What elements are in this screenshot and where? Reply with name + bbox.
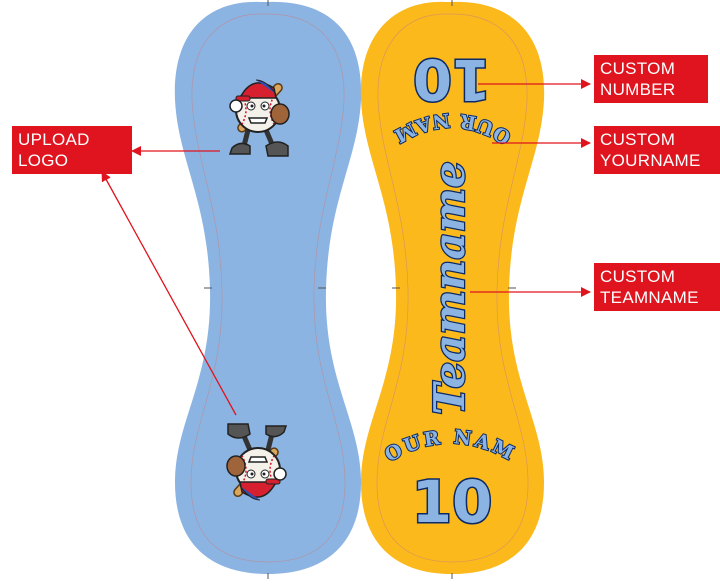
teamname-text: Teamname xyxy=(425,161,474,415)
left-sock-panel xyxy=(174,1,362,574)
callout-arrows xyxy=(101,79,591,416)
custom-number-callout: CUSTOM NUMBER xyxy=(594,55,708,103)
registration-marks xyxy=(204,0,516,579)
top-number: 10 xyxy=(413,46,491,111)
custom-teamname-callout: CUSTOM TEAMNAME xyxy=(594,263,720,311)
upload-logo-callout: UPLOAD LOGO xyxy=(12,126,132,174)
custom-yourname-callout: CUSTOM YOURNAME xyxy=(594,126,720,174)
bottom-number: 10 xyxy=(412,468,493,536)
